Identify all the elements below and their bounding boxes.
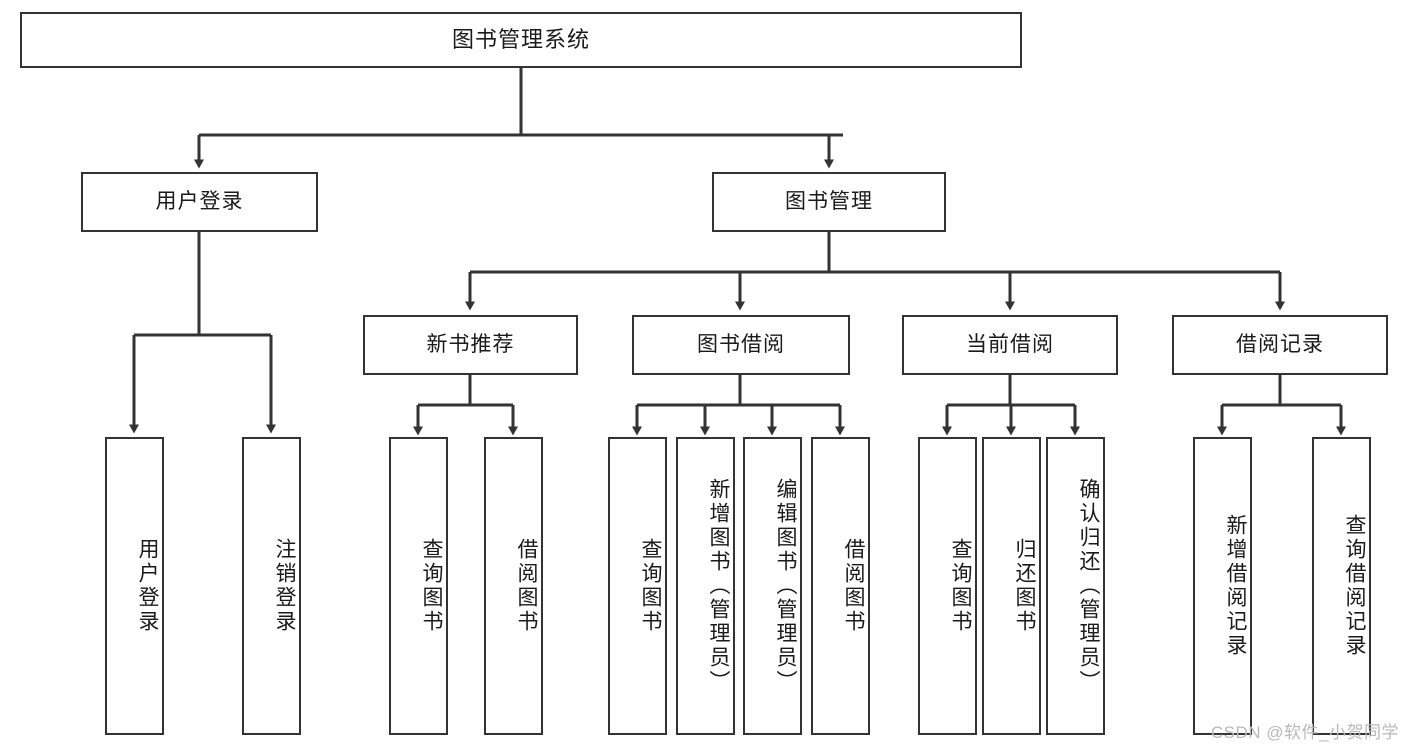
- node-label: 查询图书: [949, 538, 972, 634]
- node-user-login[interactable]: 用户登录: [81, 172, 318, 232]
- leaf-book-borrow-edit-book-admin[interactable]: 编辑图书（管理员）: [743, 437, 802, 735]
- node-borrow-record[interactable]: 借阅记录: [1172, 315, 1388, 375]
- node-label: 查询借阅记录: [1343, 514, 1366, 658]
- node-label: 新书推荐: [426, 333, 515, 357]
- node-label: 确认归还（管理员）: [1077, 478, 1100, 694]
- node-label: 图书借阅: [697, 333, 785, 357]
- leaf-user-login-login[interactable]: 用户登录: [105, 437, 164, 735]
- node-book-borrow[interactable]: 图书借阅: [632, 315, 850, 375]
- node-label: 注销登录: [273, 538, 296, 634]
- node-label: 借阅图书: [515, 538, 538, 634]
- node-label: 查询图书: [420, 538, 443, 634]
- node-new-book-recommend[interactable]: 新书推荐: [363, 315, 578, 375]
- node-label: 编辑图书（管理员）: [774, 478, 797, 694]
- leaf-book-borrow-add-book-admin[interactable]: 新增图书（管理员）: [676, 437, 735, 735]
- leaf-current-borrow-return-book[interactable]: 归还图书: [982, 437, 1041, 735]
- node-root-book-management-system[interactable]: 图书管理系统: [20, 12, 1022, 68]
- node-label: 查询图书: [639, 538, 662, 634]
- node-label: 图书管理系统: [451, 26, 590, 52]
- node-current-borrow[interactable]: 当前借阅: [902, 315, 1118, 375]
- leaf-book-borrow-borrow-book[interactable]: 借阅图书: [811, 437, 870, 735]
- node-label: 当前借阅: [966, 333, 1054, 357]
- leaf-new-book-borrow-book[interactable]: 借阅图书: [484, 437, 543, 735]
- node-book-management[interactable]: 图书管理: [712, 172, 946, 232]
- leaf-new-book-query-book[interactable]: 查询图书: [389, 437, 448, 735]
- node-label: 新增图书（管理员）: [707, 478, 730, 694]
- leaf-borrow-record-query-record[interactable]: 查询借阅记录: [1312, 437, 1371, 735]
- leaf-borrow-record-add-record[interactable]: 新增借阅记录: [1193, 437, 1252, 735]
- node-label: 用户登录: [155, 190, 244, 214]
- leaf-user-login-logout[interactable]: 注销登录: [242, 437, 301, 735]
- leaf-book-borrow-query-book[interactable]: 查询图书: [608, 437, 667, 735]
- leaf-current-borrow-query-book[interactable]: 查询图书: [918, 437, 977, 735]
- node-label: 用户登录: [136, 538, 159, 634]
- node-label: 归还图书: [1013, 538, 1036, 634]
- node-label: 借阅图书: [842, 538, 865, 634]
- leaf-current-borrow-confirm-return-admin[interactable]: 确认归还（管理员）: [1046, 437, 1105, 735]
- node-label: 新增借阅记录: [1224, 514, 1247, 658]
- node-label: 借阅记录: [1236, 333, 1324, 357]
- node-label: 图书管理: [785, 190, 873, 214]
